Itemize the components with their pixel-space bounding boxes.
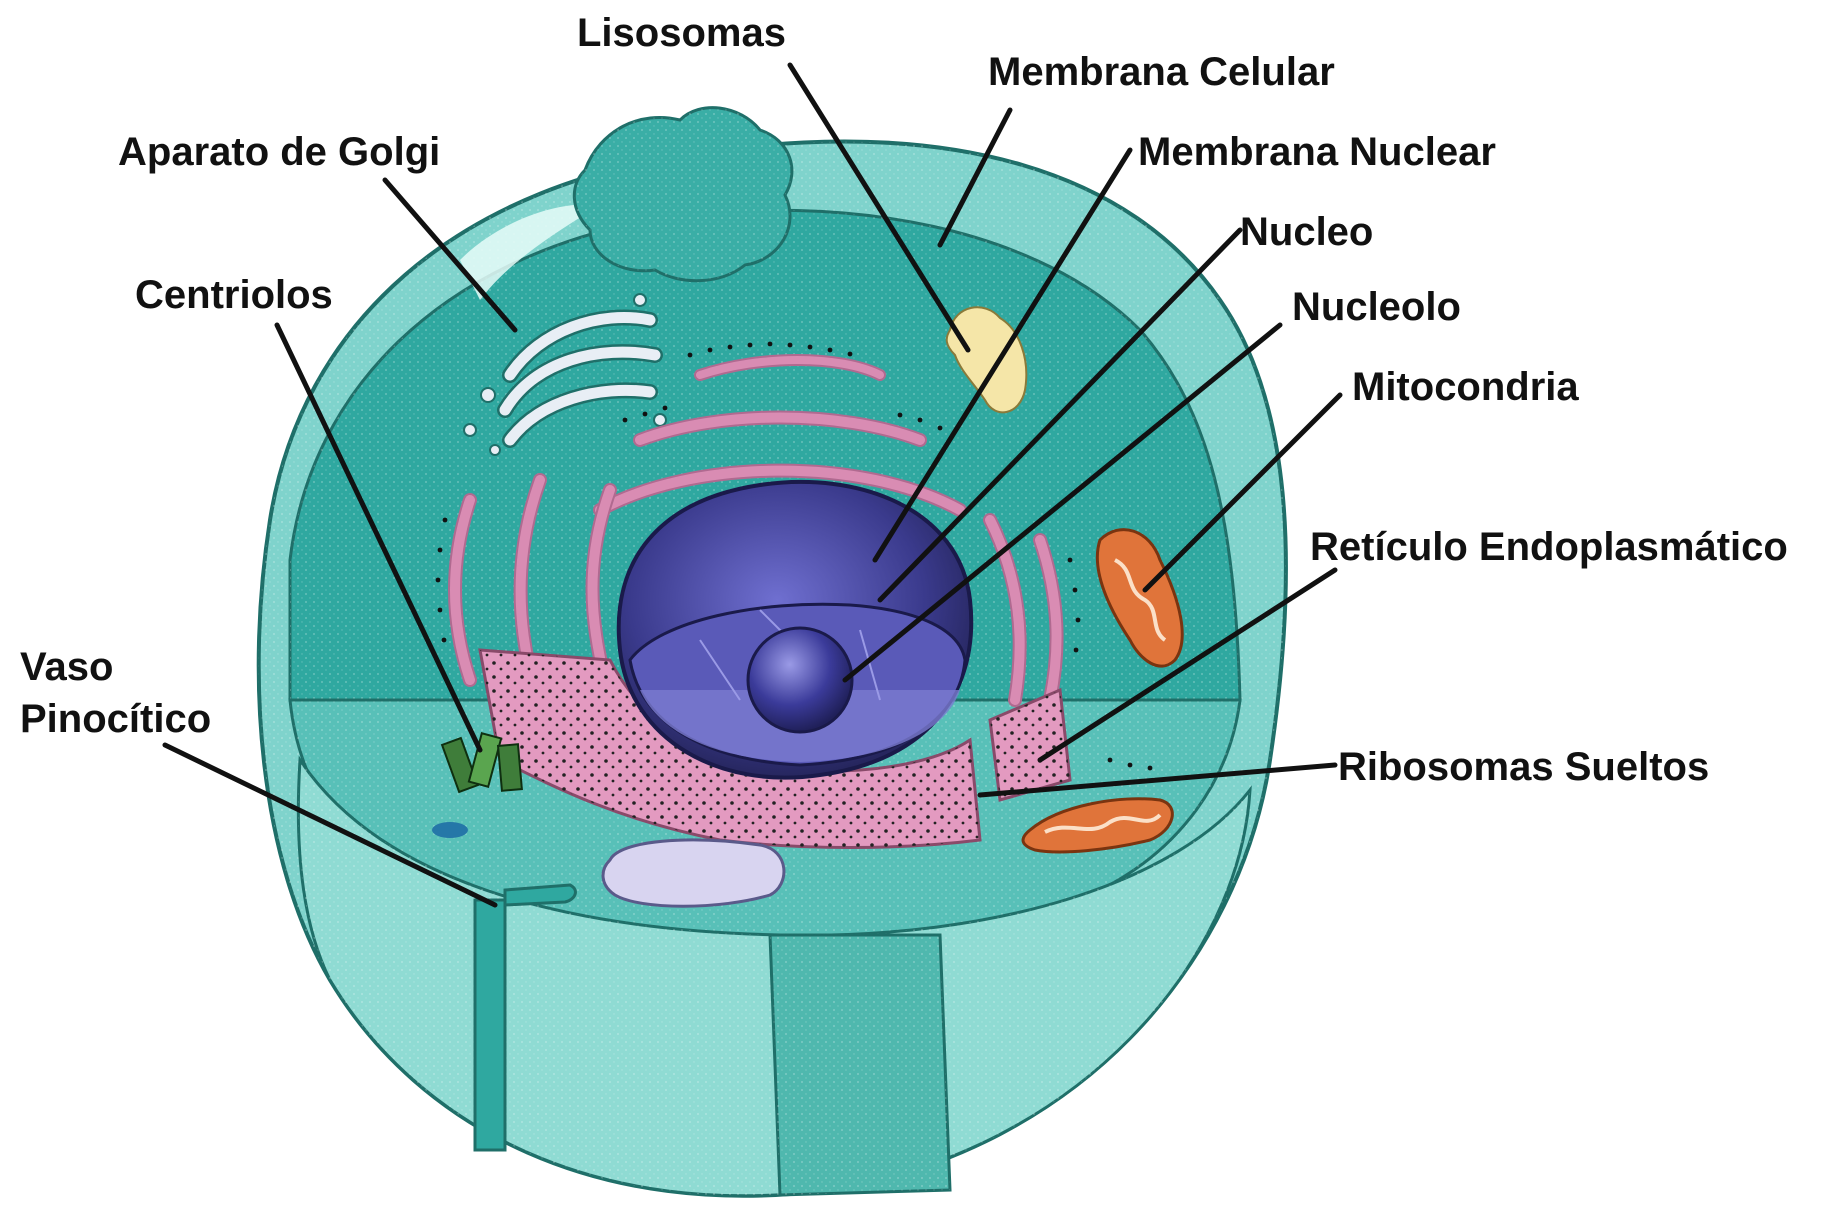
label-membrana-celular: Membrana Celular bbox=[988, 50, 1335, 94]
label-nucleo: Nucleo bbox=[1240, 210, 1373, 254]
label-vaso-line2: Pinocítico bbox=[20, 697, 211, 741]
membrane-protein-top bbox=[574, 108, 792, 281]
label-membrana-nuclear: Membrana Nuclear bbox=[1138, 130, 1496, 174]
label-nucleolo: Nucleolo bbox=[1292, 285, 1461, 329]
nucleolus bbox=[748, 628, 852, 732]
label-aparato-golgi: Aparato de Golgi bbox=[118, 130, 440, 174]
label-vaso-line1: Vaso bbox=[20, 645, 113, 689]
label-centriolos: Centriolos bbox=[135, 273, 333, 317]
label-mitocondria: Mitocondria bbox=[1352, 365, 1579, 409]
label-reticulo: Retículo Endoplasmático bbox=[1310, 525, 1788, 569]
label-lisosomas: Lisosomas bbox=[577, 11, 786, 55]
membrane-channel bbox=[770, 935, 950, 1195]
label-ribosomas: Ribosomas Sueltos bbox=[1338, 745, 1709, 789]
vesicle bbox=[603, 840, 784, 906]
